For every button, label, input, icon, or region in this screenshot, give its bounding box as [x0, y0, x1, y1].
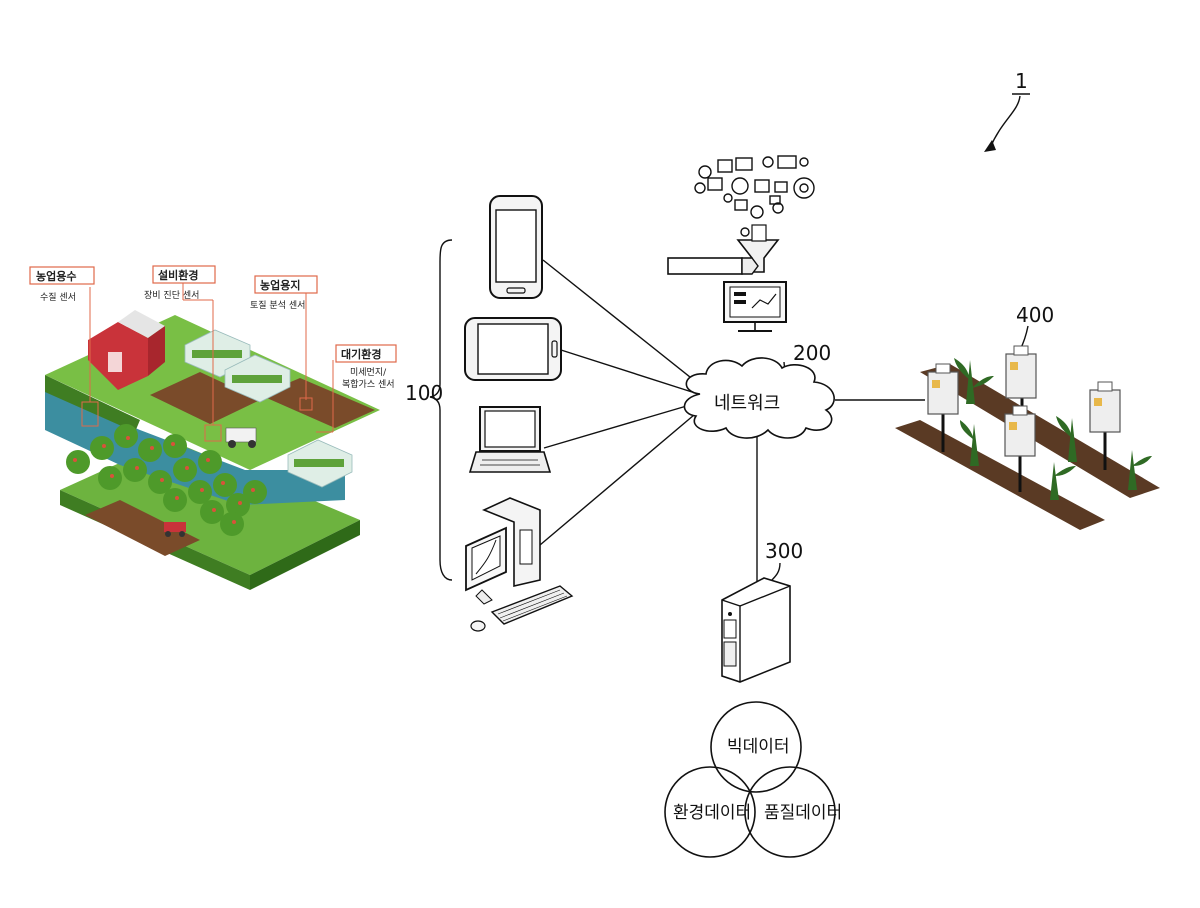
tag-agri-water: 농업용수 수질 센서	[30, 267, 94, 303]
devices-brace	[430, 240, 452, 580]
tag-air-env: 대기환경 미세먼지/ 복합가스 센서	[336, 345, 396, 390]
server-ref-number: 300	[765, 539, 803, 563]
tag-agri-land: 농업용지 토질 분석 센서	[250, 276, 317, 311]
data-funnel-analytics-icon	[668, 156, 814, 331]
user-devices-group: 100	[405, 196, 572, 631]
network-cloud: 200 네트워크	[684, 341, 834, 438]
tag-air-env-title: 대기환경	[341, 347, 381, 361]
tag-agri-land-sub: 토질 분석 센서	[250, 299, 305, 311]
tag-agri-water-sub: 수질 센서	[40, 291, 76, 303]
server-tower-icon: 300	[722, 539, 803, 682]
system-reference: 1	[984, 69, 1030, 152]
smart-farm-illustration: 농업용수 수질 센서 설비환경 장비 진단 센서 농업용지 토질 분석 센서 대…	[30, 266, 396, 590]
tag-agri-water-title: 농업용수	[36, 270, 76, 283]
network-label: 네트워크	[714, 393, 780, 414]
tag-air-env-sub2: 복합가스 센서	[342, 379, 395, 390]
venn-quality-label: 품질데이터	[764, 803, 842, 823]
tag-agri-land-title: 농업용지	[260, 278, 300, 292]
reference-arrow-icon	[990, 96, 1020, 148]
smartphone-icon	[490, 196, 542, 298]
field-sensors-group: 400	[895, 303, 1160, 530]
tag-facility-env-title: 설비환경	[158, 268, 198, 282]
tablet-icon	[465, 318, 561, 380]
desktop-computer-icon	[466, 498, 572, 631]
tag-facility-env-sub: 장비 진단 센서	[144, 290, 199, 301]
system-ref-number: 1	[1015, 69, 1028, 93]
data-venn-diagram: 빅데이터 환경데이터 품질데이터	[665, 702, 842, 857]
venn-environment-label: 환경데이터	[673, 803, 751, 823]
sensors-ref-number: 400	[1016, 303, 1054, 327]
tag-air-env-sub: 미세먼지/	[350, 367, 387, 378]
laptop-icon	[470, 407, 550, 472]
venn-bigdata-label: 빅데이터	[727, 737, 790, 757]
tag-facility-env: 설비환경 장비 진단 센서	[144, 266, 215, 301]
network-ref-number: 200	[793, 341, 831, 365]
